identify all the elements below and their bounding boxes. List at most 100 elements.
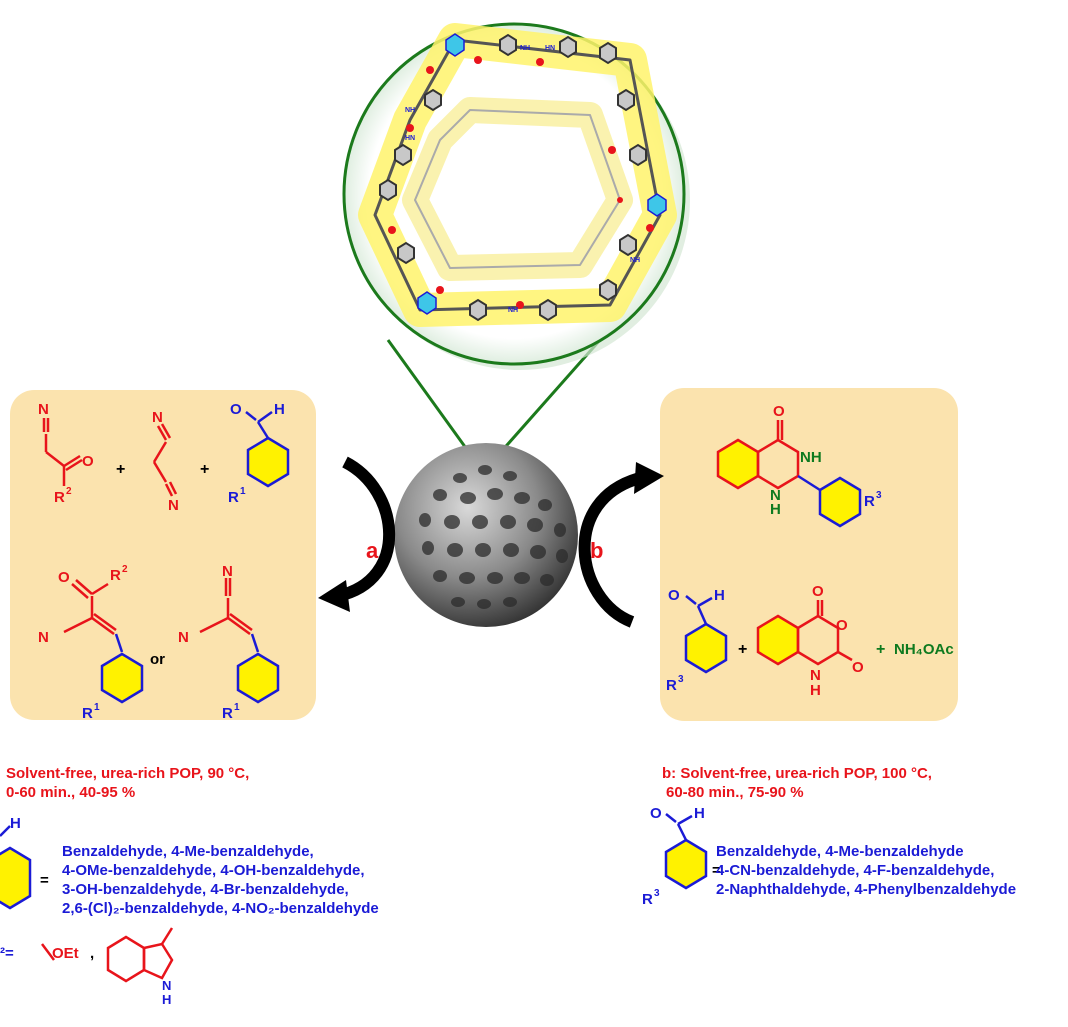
b-prod-o: O <box>773 403 785 420</box>
fw-label-hn-1: HN <box>545 45 555 52</box>
scope-b-equals: = <box>712 862 721 879</box>
b-isatoic-o-1: O <box>812 583 824 600</box>
scope-b-r3: R <box>642 891 653 908</box>
conditions-a-line2: 0-60 min., 40-95 % <box>6 784 136 801</box>
a-prod2-n-1: N <box>222 563 233 580</box>
scope-b-ald-o: O <box>650 805 662 822</box>
indole-n: N <box>162 978 171 993</box>
scope-a-list: Benzaldehyde, 4-Me-benzaldehyde, 4-OMe-b… <box>62 842 379 918</box>
a-ketone-o: O <box>82 453 94 470</box>
framework-atom-labels: NH HN NH HN NH NH <box>405 45 640 314</box>
a-ald-o: O <box>230 401 242 418</box>
b-ald-h: H <box>714 587 725 604</box>
panel-b-reactants: O H R 3 + O O O N H + NH₄OAc <box>666 583 954 699</box>
a-r1-label: R <box>228 489 239 506</box>
a-prod1-r1-sup: 1 <box>94 702 100 713</box>
panel-a <box>10 390 316 720</box>
scope-b-ring <box>664 838 708 890</box>
a-prod1-n: N <box>38 629 49 646</box>
fw-label-hn-2: HN <box>405 135 415 142</box>
b-r3-sup: 3 <box>678 674 684 685</box>
scope-b-ald-h: H <box>694 805 705 822</box>
panel-a-products: O R 2 N R 1 or N N R 1 <box>38 563 280 722</box>
triazine-nodes <box>417 33 667 315</box>
panel-a-reactants: N O R 2 + N N + O H R 1 <box>38 401 290 514</box>
wavy-bond-icon <box>41 943 55 961</box>
scope-a-ald-h: H <box>10 815 21 832</box>
a-prod1-ring <box>100 652 144 704</box>
a-prod1-r2-sup: 2 <box>122 564 128 575</box>
scope-a-line-3: 3-OH-benzaldehyde, 4-Br-benzaldehyde, <box>62 881 349 898</box>
indole-pyrrole-ring <box>142 942 174 980</box>
scope-b-line-3: 2-Naphthaldehyde, 4-Phenylbenzaldehyde <box>716 881 1017 898</box>
sphere-pores <box>419 465 568 609</box>
fw-label-nh-3: NH <box>630 257 640 264</box>
a-malono-n-2: N <box>168 497 179 514</box>
scope-b-line-1: Benzaldehyde, 4-Me-benzaldehyde <box>716 843 964 860</box>
scope-a-ring <box>0 846 32 910</box>
b-reagent-nh4oac: NH₄OAc <box>894 641 954 658</box>
panel-b-product: O NH N H R 3 <box>716 403 882 528</box>
b-prod-aryl-ring <box>818 476 862 528</box>
indole-h: H <box>162 992 171 1007</box>
scope-b-list: Benzaldehyde, 4-Me-benzaldehyde 4-CN-ben… <box>716 842 1016 899</box>
a-prod2-r1: R <box>222 705 233 722</box>
a-r2-sup: 2 <box>66 486 72 497</box>
fw-label-nh-2: NH <box>405 107 415 114</box>
a-benzaldehyde-ring <box>246 436 290 488</box>
b-isatoic-h: H <box>810 682 821 699</box>
b-isatoic-n: N <box>810 667 821 684</box>
conditions-b-line1: b: Solvent-free, urea-rich POP, 100 °C, <box>662 765 932 782</box>
scope-a-line-2: 4-OMe-benzaldehyde, 4-OH-benzaldehyde, <box>62 862 365 879</box>
a-prod2-n-2: N <box>178 629 189 646</box>
scope-a-equals: = <box>40 872 49 889</box>
b-plus-1: + <box>738 641 747 658</box>
scope-a-line-1: Benzaldehyde, 4-Me-benzaldehyde, <box>62 843 314 860</box>
a-prod1-o: O <box>58 569 70 586</box>
zoom-line-left <box>386 339 478 463</box>
indole-benzo-ring <box>106 935 146 983</box>
route-label-a: a <box>366 538 379 563</box>
b-prod-r3-sup: 3 <box>876 490 882 501</box>
fw-label-nh-4: NH <box>508 307 518 314</box>
framework-rings <box>379 33 647 322</box>
b-isatoic-benzo-ring <box>756 614 800 666</box>
b-prod-nh: NH <box>800 449 822 466</box>
a-prod2-ring <box>236 652 280 704</box>
arrow-a-head <box>318 580 350 612</box>
a-prod1-r2: R <box>110 567 121 584</box>
a-ald-h: H <box>274 401 285 418</box>
a-or-label: or <box>150 651 165 668</box>
b-isatoic-o-2: O <box>836 617 848 634</box>
b-prod-h: H <box>770 501 781 518</box>
a-r1-sup: 1 <box>240 486 246 497</box>
framework-backbone-outer <box>373 38 662 312</box>
b-plus-2: + <box>876 641 885 658</box>
r2-separator: , <box>90 945 94 962</box>
b-prod-r3-label: R <box>864 493 875 510</box>
scope-a-aldehyde: H <box>0 815 32 910</box>
porous-sphere <box>394 443 578 627</box>
a-malono-n-1: N <box>152 409 163 426</box>
b-isatoic-o-3: O <box>852 659 864 676</box>
a-plus-1: + <box>116 461 125 478</box>
framework-zoom-circle: NH HN NH HN NH NH <box>342 22 690 370</box>
fw-label-nh-1: NH <box>520 45 530 52</box>
b-quinazolinone-benzo-ring <box>716 438 760 490</box>
b-benzaldehyde-ring <box>684 622 728 674</box>
a-prod1-r1: R <box>82 705 93 722</box>
conditions-a-line1: Solvent-free, urea-rich POP, 90 °C, <box>6 765 250 782</box>
conditions-b: b: Solvent-free, urea-rich POP, 100 °C, … <box>662 764 932 802</box>
b-ald-o: O <box>668 587 680 604</box>
scope-b-line-2: 4-CN-benzaldehyde, 4-F-benzaldehyde, <box>716 862 995 879</box>
zoom-line-right <box>490 339 602 463</box>
r2-definition: ²= OEt , N H <box>0 927 174 1007</box>
a-nitrile-n-1: N <box>38 401 49 418</box>
a-prod2-r1-sup: 1 <box>234 702 240 713</box>
framework-oxygens <box>388 56 654 309</box>
framework-backbone-inner <box>414 109 621 269</box>
conditions-a: Solvent-free, urea-rich POP, 90 °C, 0-60… <box>6 764 249 802</box>
r2-option-oet: OEt <box>52 945 79 962</box>
arrow-b-head <box>634 462 664 494</box>
